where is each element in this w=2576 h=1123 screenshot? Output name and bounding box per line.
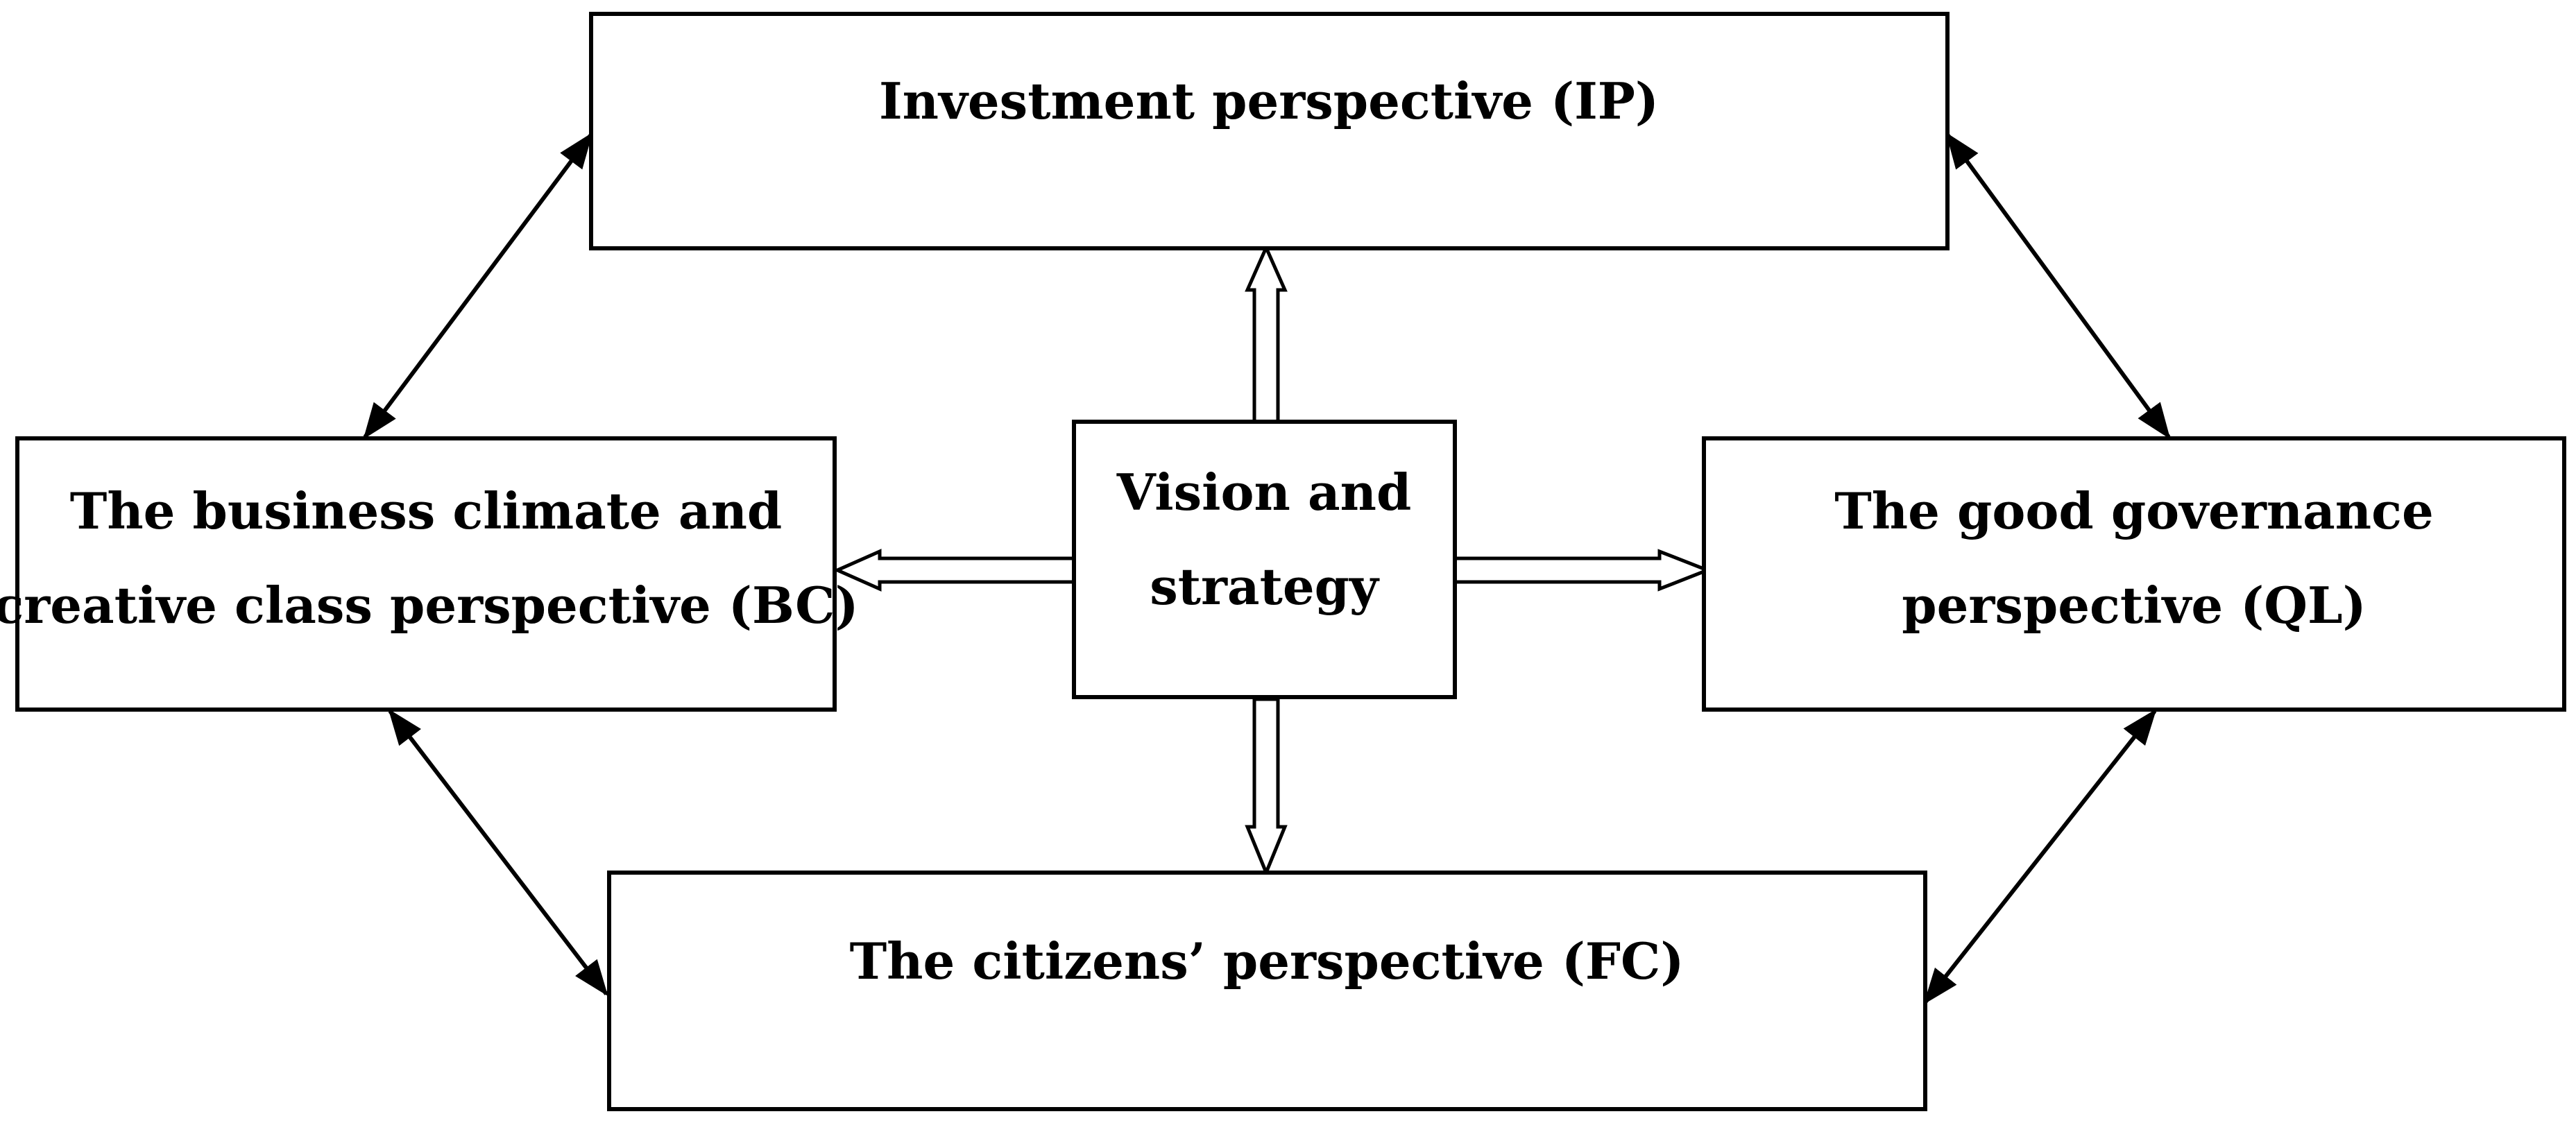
link-ip-ql (1945, 132, 2171, 440)
box-bc-label-line-1: The business climate and (70, 481, 783, 540)
box-vision-label-line-1: Vision and (1116, 463, 1412, 522)
box-bc: The business climate and creative class … (0, 436, 859, 712)
link-ql-fc (1923, 708, 2157, 1005)
box-vision: Vision and strategy (1072, 420, 1457, 699)
link-ip-bc (363, 132, 593, 440)
connectors (363, 132, 2171, 1005)
arrow-vision-to-fc (1245, 697, 1288, 877)
box-fc-label: The citizens’ perspective (FC) (850, 932, 1684, 991)
box-vision-label-line-2: strategy (1150, 557, 1380, 616)
link-bc-fc (388, 708, 608, 997)
vision-arrows (833, 243, 1712, 877)
box-fc: The citizens’ perspective (FC) (607, 871, 1927, 1111)
arrow-vision-to-ip (1245, 243, 1288, 424)
box-ql: The good governance perspective (QL) (1702, 436, 2566, 712)
box-bc-label-line-2: creative class perspective (BC) (0, 576, 859, 635)
box-ip: Investment perspective (IP) (589, 12, 1950, 250)
box-ip-label: Investment perspective (IP) (879, 71, 1659, 130)
arrow-vision-to-bc (833, 549, 1076, 592)
box-ql-label-line-1: The good governance (1834, 481, 2434, 540)
box-ql-label-line-2: perspective (QL) (1902, 576, 2366, 635)
arrow-vision-to-ql (1453, 549, 1712, 592)
